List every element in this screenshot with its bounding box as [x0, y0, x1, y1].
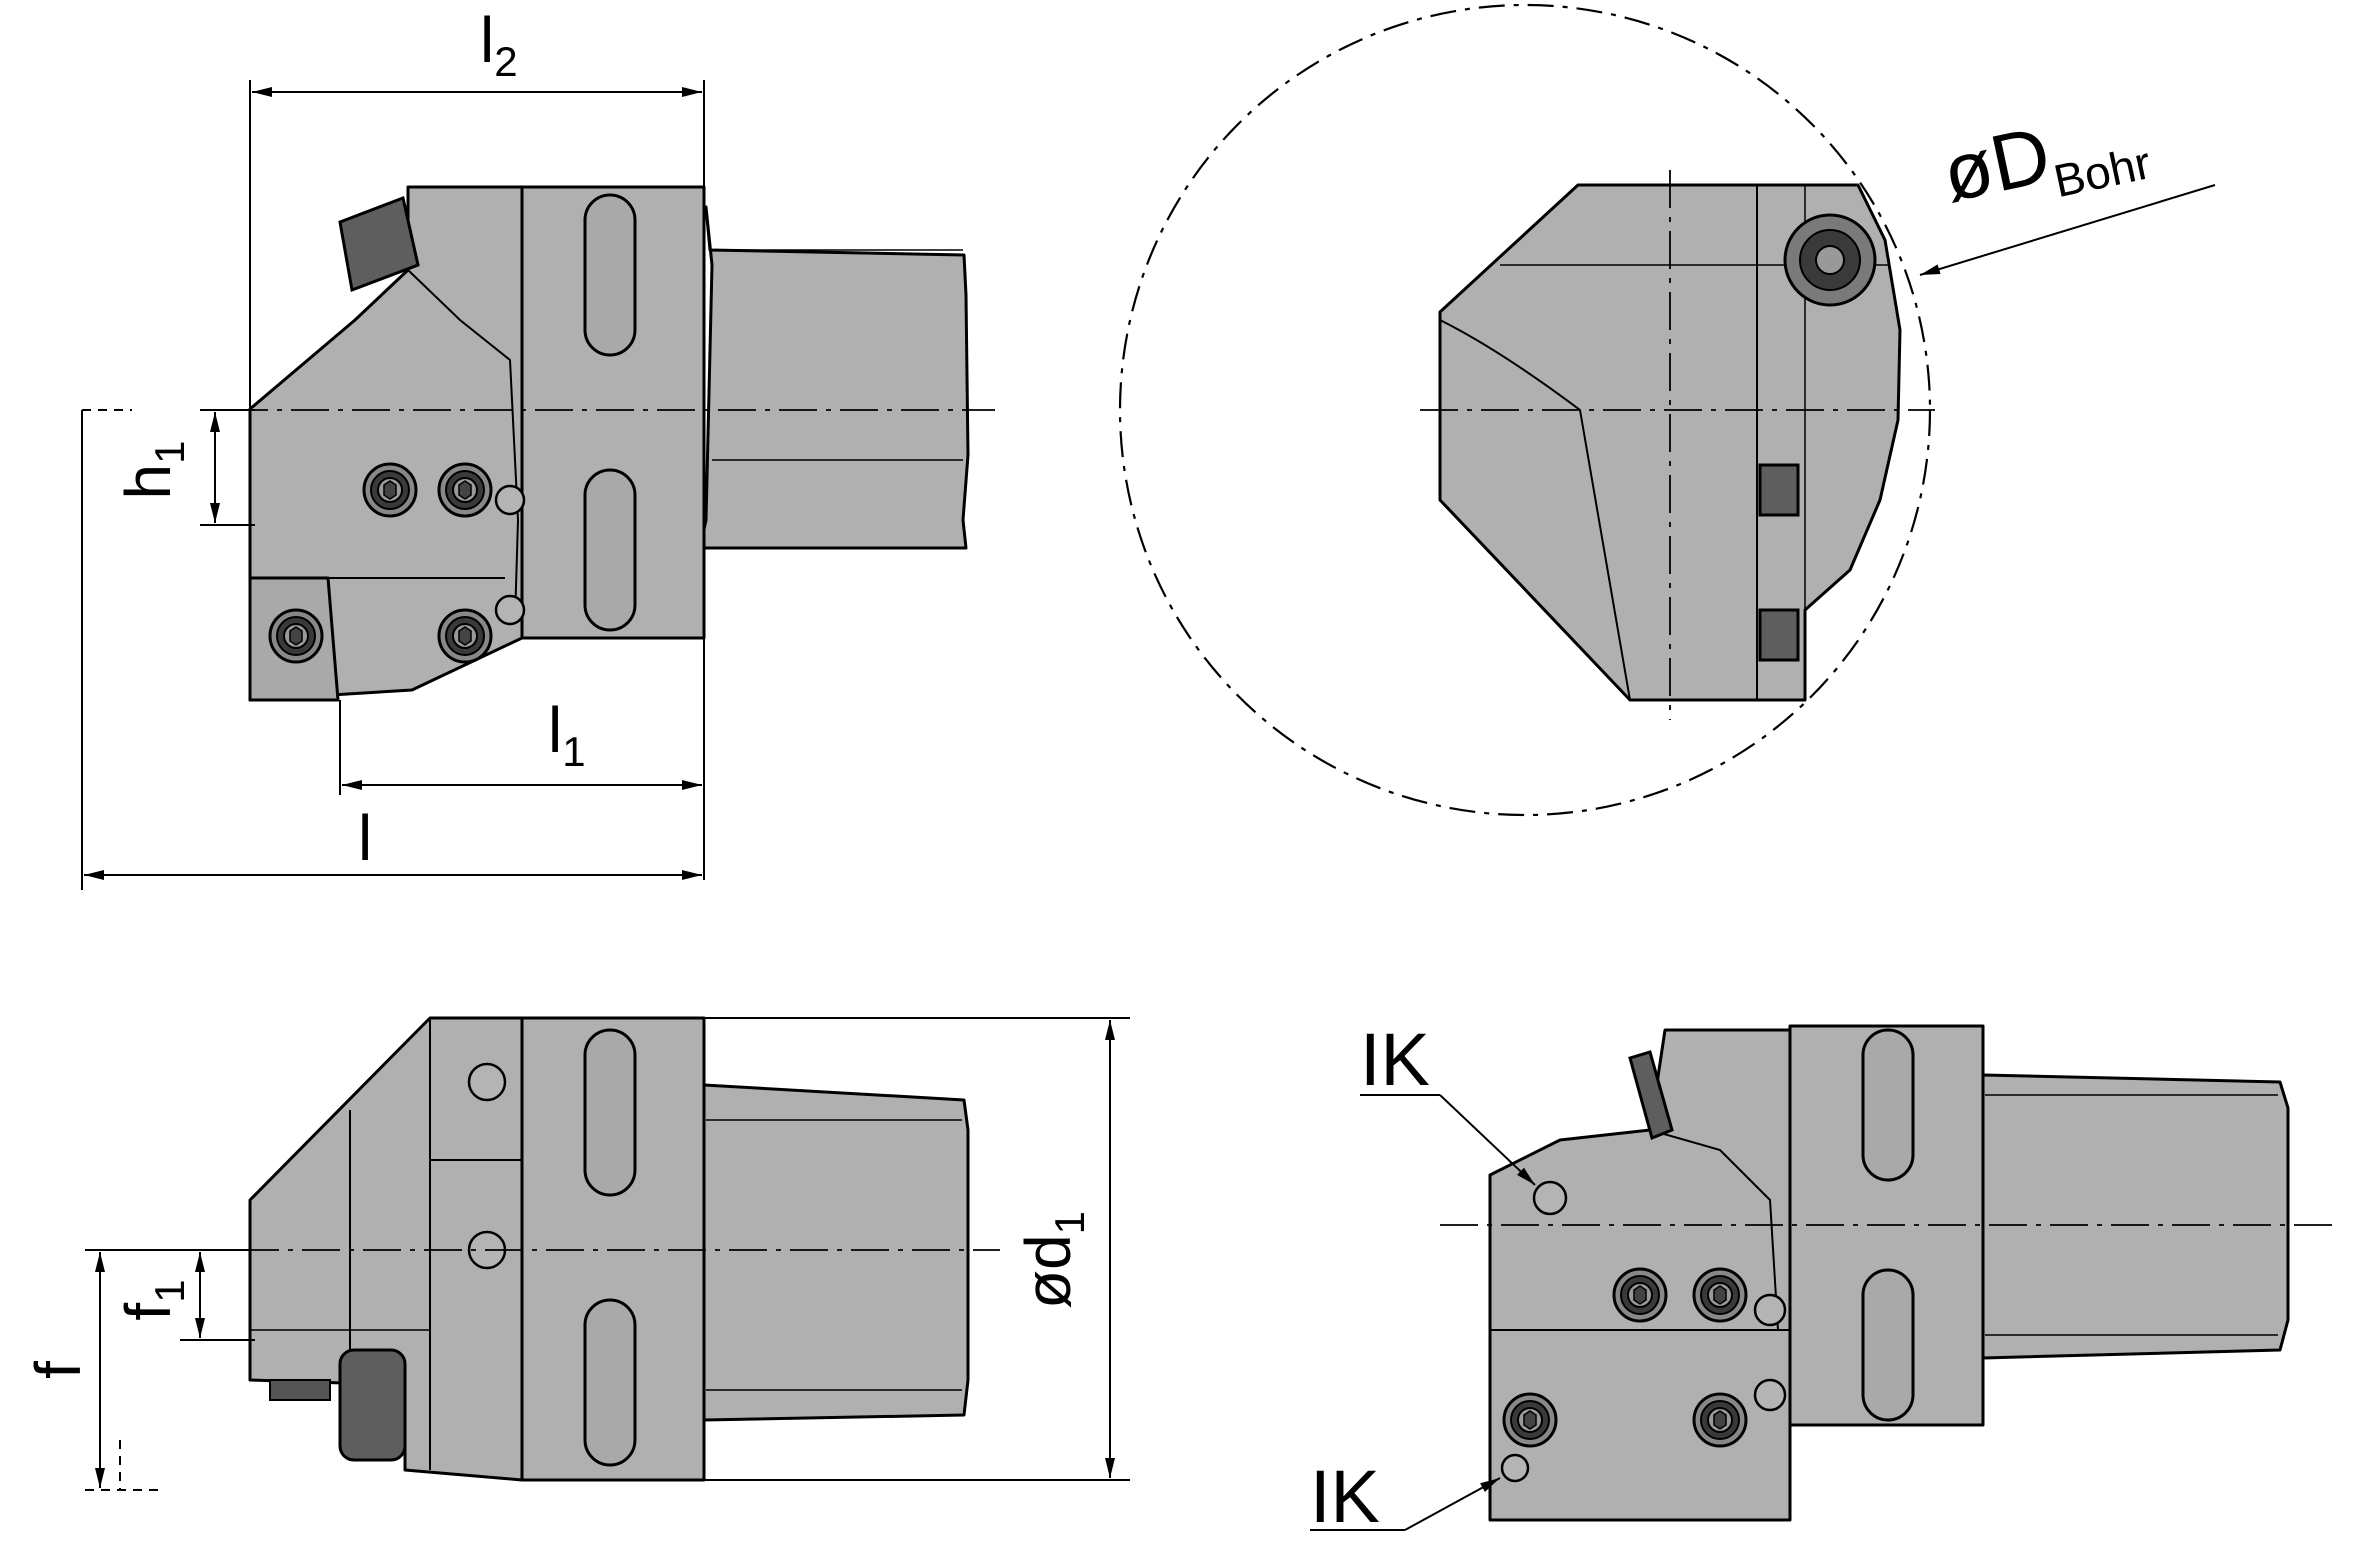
screw-core-v2: [1815, 245, 1845, 275]
label-l: l: [358, 802, 372, 874]
clamp-pin-v2-a: [1758, 463, 1800, 517]
insert-v4: [1628, 1050, 1674, 1141]
view-top-left: l2 h1 l1 l: [81, 4, 995, 890]
screw-v1-b: [437, 462, 493, 518]
shank-v3: [702, 1083, 970, 1422]
label-dbohr: øDBohr: [1935, 89, 2155, 229]
shank-v4: [1981, 1073, 2290, 1360]
label-f: f: [22, 1361, 94, 1379]
flange-slot-6: [1861, 1268, 1915, 1422]
clamp-screw-v3: [338, 1348, 407, 1462]
insert-tip-v3: [269, 1379, 331, 1401]
body-contour-v1: [407, 269, 520, 621]
coolant-port-bottom: [1500, 1453, 1530, 1483]
coolant-hole-v1-b: [494, 594, 526, 626]
view-bottom-left: f f1 ød1: [22, 1016, 1130, 1491]
screw-v1-a: [362, 462, 418, 518]
label-ik-top: IK: [1360, 1018, 1430, 1101]
screw-v1-d: [437, 608, 493, 664]
clamp-pin-v2-b: [1758, 608, 1800, 662]
label-ik-bottom: IK: [1310, 1455, 1380, 1538]
flange-slot-4: [583, 1298, 637, 1467]
body-facet-v2: [1439, 319, 1631, 701]
screw-v1-c: [268, 608, 324, 664]
leader-ik-top: [1439, 1094, 1536, 1186]
leader-ik-bottom: [1404, 1477, 1501, 1531]
flange-slot-3: [583, 1028, 637, 1197]
body-contour-v4: [1649, 1129, 1779, 1331]
insert-v1: [338, 195, 420, 293]
flange-slot-5: [1861, 1028, 1915, 1182]
label-d1: ød1: [1012, 1211, 1093, 1309]
coolant-hole-v1-a: [494, 484, 526, 516]
view-top-right: øDBohr: [1118, 3, 2216, 817]
label-h1: h1: [112, 441, 193, 500]
coolant-hole-v4-a: [1753, 1293, 1787, 1327]
view-bottom-right: IK IK: [1310, 1018, 2335, 1538]
coolant-hole-v4-b: [1753, 1378, 1787, 1412]
screw-v4-d: [1692, 1392, 1748, 1448]
label-f1: f1: [112, 1279, 193, 1320]
flange-slot-1: [583, 193, 637, 357]
flange-slot-2: [583, 468, 637, 632]
screw-v4-a: [1612, 1267, 1668, 1323]
shank-v1: [698, 205, 970, 550]
coolant-port-top: [1532, 1180, 1568, 1216]
hole-v3-a: [467, 1062, 507, 1102]
screw-v4-b: [1692, 1267, 1748, 1323]
label-l2: l2: [480, 4, 518, 85]
screw-v4-c: [1502, 1392, 1558, 1448]
label-l1: l1: [548, 694, 586, 775]
leader-dbohr: [1919, 184, 2216, 276]
